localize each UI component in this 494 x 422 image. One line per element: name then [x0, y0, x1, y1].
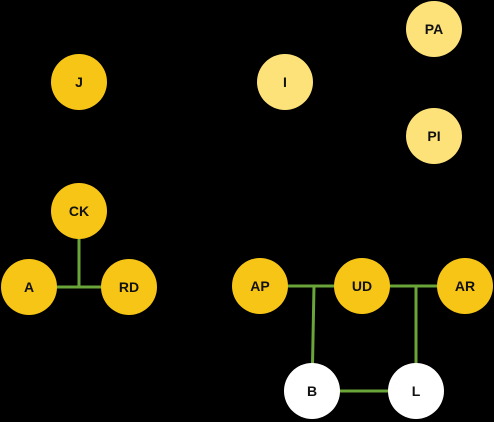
- node-circle: [406, 1, 462, 57]
- node-rd: RD: [101, 259, 157, 315]
- node-label: PI: [427, 128, 440, 144]
- node-circle: [101, 259, 157, 315]
- node-i: I: [257, 54, 313, 110]
- node-label: CK: [69, 203, 89, 219]
- node-circle: [232, 258, 288, 314]
- node-pi: PI: [406, 108, 462, 164]
- node-circle: [51, 54, 107, 110]
- node-circle: [334, 258, 390, 314]
- node-label: L: [412, 383, 421, 399]
- node-label: B: [307, 383, 317, 399]
- node-label: J: [75, 74, 83, 90]
- node-circle: [1, 259, 57, 315]
- node-ar: AR: [437, 258, 493, 314]
- node-circle: [51, 183, 107, 239]
- node-pa: PA: [406, 1, 462, 57]
- node-ud: UD: [334, 258, 390, 314]
- node-a: A: [1, 259, 57, 315]
- node-label: AR: [455, 278, 475, 294]
- node-label: RD: [119, 279, 139, 295]
- node-circle: [257, 54, 313, 110]
- node-label: UD: [352, 278, 372, 294]
- node-label: A: [24, 279, 34, 295]
- node-label: I: [283, 74, 287, 90]
- node-b: B: [284, 363, 340, 419]
- node-circle: [388, 363, 444, 419]
- node-circle: [406, 108, 462, 164]
- node-circle: [284, 363, 340, 419]
- node-l: L: [388, 363, 444, 419]
- node-circle: [437, 258, 493, 314]
- node-label: PA: [425, 21, 443, 37]
- node-ck: CK: [51, 183, 107, 239]
- node-label: AP: [250, 278, 269, 294]
- node-ap: AP: [232, 258, 288, 314]
- node-j: J: [51, 54, 107, 110]
